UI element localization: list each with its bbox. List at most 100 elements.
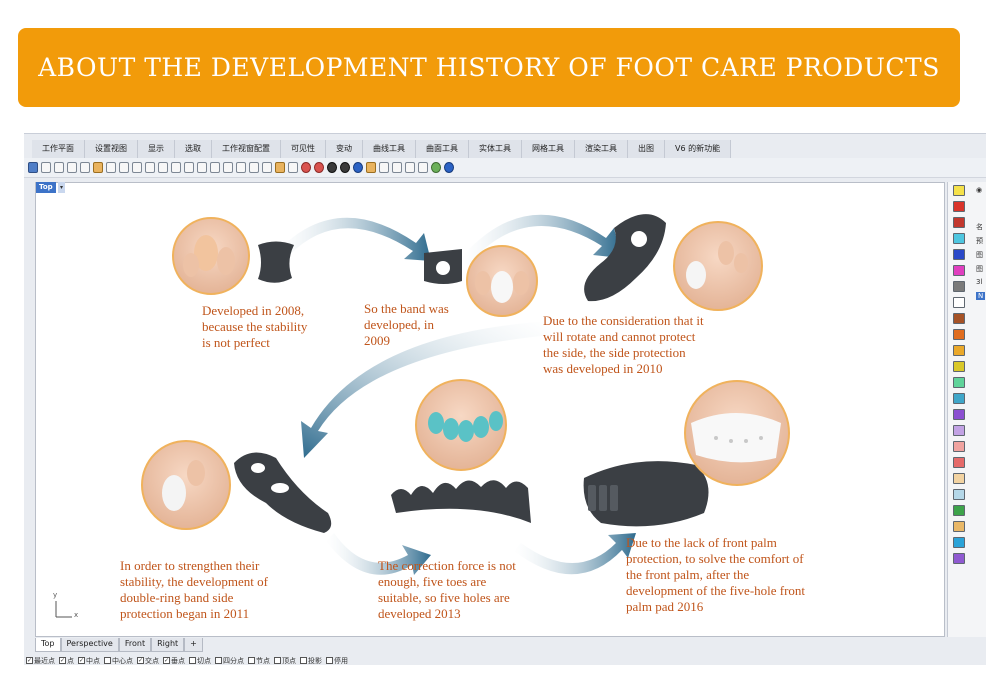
tab-display[interactable]: 显示 (138, 140, 175, 158)
swatch-orange[interactable] (953, 329, 965, 340)
render-icon[interactable] (327, 162, 337, 173)
save-icon[interactable] (28, 162, 38, 173)
swatch-lavender[interactable] (953, 425, 965, 436)
osnap-option[interactable]: 顶点 (274, 655, 296, 666)
hide-icon[interactable] (236, 162, 246, 173)
swatch-cyan[interactable] (953, 233, 965, 244)
swatch-magenta[interactable] (953, 265, 965, 276)
swatch-green[interactable] (953, 505, 965, 516)
swatch-teal[interactable] (953, 393, 965, 404)
tab-new-in-v6[interactable]: V6 的新功能 (665, 140, 732, 158)
tab-workplane[interactable]: 工作平面 (32, 140, 85, 158)
osnap-checkbox[interactable]: ✓ (78, 657, 85, 664)
swatch-brown[interactable] (953, 313, 965, 324)
paste-icon[interactable] (93, 162, 103, 173)
top-viewport[interactable]: y x Developed in 2008, because the stabi… (35, 182, 945, 637)
osnap-checkbox[interactable] (104, 657, 111, 664)
swatch-red-2[interactable] (953, 217, 965, 228)
options-gear-icon[interactable] (379, 162, 389, 173)
tab-mesh-tools[interactable]: 网格工具 (522, 140, 575, 158)
layer-lock-icon[interactable] (288, 162, 298, 173)
panel-label-6[interactable]: N (976, 292, 986, 300)
viewport-label[interactable]: Top (36, 182, 56, 193)
undo-view-icon[interactable] (197, 162, 207, 173)
osnap-option[interactable]: ✓最近点 (26, 655, 55, 666)
osnap-option[interactable]: ✓交点 (137, 655, 159, 666)
osnap-checkbox[interactable]: ✓ (163, 657, 170, 664)
light-bulb-icon[interactable] (275, 162, 285, 173)
tab-select[interactable]: 选取 (175, 140, 212, 158)
swatch-red[interactable] (953, 201, 965, 212)
zoom-window-icon[interactable] (158, 162, 168, 173)
zoom-extents-icon[interactable] (171, 162, 181, 173)
cut-icon[interactable] (67, 162, 77, 173)
zoom-selected-icon[interactable] (184, 162, 194, 173)
swatch-tan[interactable] (953, 521, 965, 532)
tab-viewport-layout[interactable]: 工作视窗配置 (212, 140, 281, 158)
render-preview-icon[interactable] (353, 162, 363, 173)
osnap-option[interactable]: 停用 (326, 655, 348, 666)
set-cplane-icon[interactable] (223, 162, 233, 173)
dimension-icon[interactable] (366, 162, 376, 173)
osnap-checkbox[interactable]: ✓ (59, 657, 66, 664)
swatch-pink[interactable] (953, 441, 965, 452)
swatch-yellow[interactable] (953, 185, 965, 196)
viewport-grid-icon[interactable] (210, 162, 220, 173)
help-icon[interactable] (444, 162, 454, 173)
swatch-mint[interactable] (953, 377, 965, 388)
osnap-checkbox[interactable] (189, 657, 196, 664)
group-icon[interactable] (405, 162, 415, 173)
swatch-amber[interactable] (953, 345, 965, 356)
swatch-salmon[interactable] (953, 457, 965, 468)
zoom-icon[interactable] (145, 162, 155, 173)
swatch-violet[interactable] (953, 553, 965, 564)
pan-hand-icon[interactable] (119, 162, 129, 173)
swatch-peach[interactable] (953, 473, 965, 484)
swatch-yellow-2[interactable] (953, 361, 965, 372)
globe-icon[interactable] (431, 162, 441, 173)
tab-front-view[interactable]: Front (118, 638, 152, 652)
tab-set-view[interactable]: 设置视图 (85, 140, 138, 158)
swatch-sky[interactable] (953, 537, 965, 548)
osnap-checkbox[interactable] (300, 657, 307, 664)
viewport-menu-arrow-icon[interactable]: ▾ (58, 182, 65, 193)
print-icon[interactable] (41, 162, 51, 173)
panel-color-wheel-icon[interactable]: ◉ (976, 186, 983, 194)
undo-icon[interactable] (106, 162, 116, 173)
show-icon[interactable] (249, 162, 259, 173)
add-viewport-tab[interactable]: + (184, 638, 203, 652)
osnap-option[interactable]: 切点 (189, 655, 211, 666)
osnap-option[interactable]: ✓垂点 (163, 655, 185, 666)
osnap-option[interactable]: 中心点 (104, 655, 133, 666)
rotate-view-icon[interactable] (132, 162, 142, 173)
osnap-option[interactable]: ✓点 (59, 655, 74, 666)
osnap-checkbox[interactable] (326, 657, 333, 664)
open-file-icon[interactable] (54, 162, 64, 173)
tab-top-view[interactable]: Top (35, 638, 61, 652)
tab-solid-tools[interactable]: 实体工具 (469, 140, 522, 158)
tab-curve-tools[interactable]: 曲线工具 (363, 140, 416, 158)
swatch-light-blue[interactable] (953, 489, 965, 500)
material-icon[interactable] (301, 162, 311, 173)
color-wheel-icon[interactable] (314, 162, 324, 173)
tab-visibility[interactable]: 可见性 (281, 140, 326, 158)
tab-drafting[interactable]: 出图 (628, 140, 665, 158)
osnap-option[interactable]: ✓中点 (78, 655, 100, 666)
swatch-white[interactable] (953, 297, 965, 308)
tab-surface-tools[interactable]: 曲面工具 (416, 140, 469, 158)
osnap-option[interactable]: 节点 (248, 655, 270, 666)
osnap-checkbox[interactable]: ✓ (26, 657, 33, 664)
swatch-gray[interactable] (953, 281, 965, 292)
tab-transform[interactable]: 变动 (326, 140, 363, 158)
osnap-checkbox[interactable] (215, 657, 222, 664)
sphere-icon[interactable] (340, 162, 350, 173)
tab-render-tools[interactable]: 渲染工具 (575, 140, 628, 158)
tab-right-view[interactable]: Right (151, 638, 185, 652)
osnap-option[interactable]: 投影 (300, 655, 322, 666)
swatch-purple[interactable] (953, 409, 965, 420)
osnap-checkbox[interactable] (274, 657, 281, 664)
snap-grid-icon[interactable] (392, 162, 402, 173)
ungroup-icon[interactable] (418, 162, 428, 173)
copy-icon[interactable] (80, 162, 90, 173)
tab-perspective-view[interactable]: Perspective (60, 638, 119, 652)
